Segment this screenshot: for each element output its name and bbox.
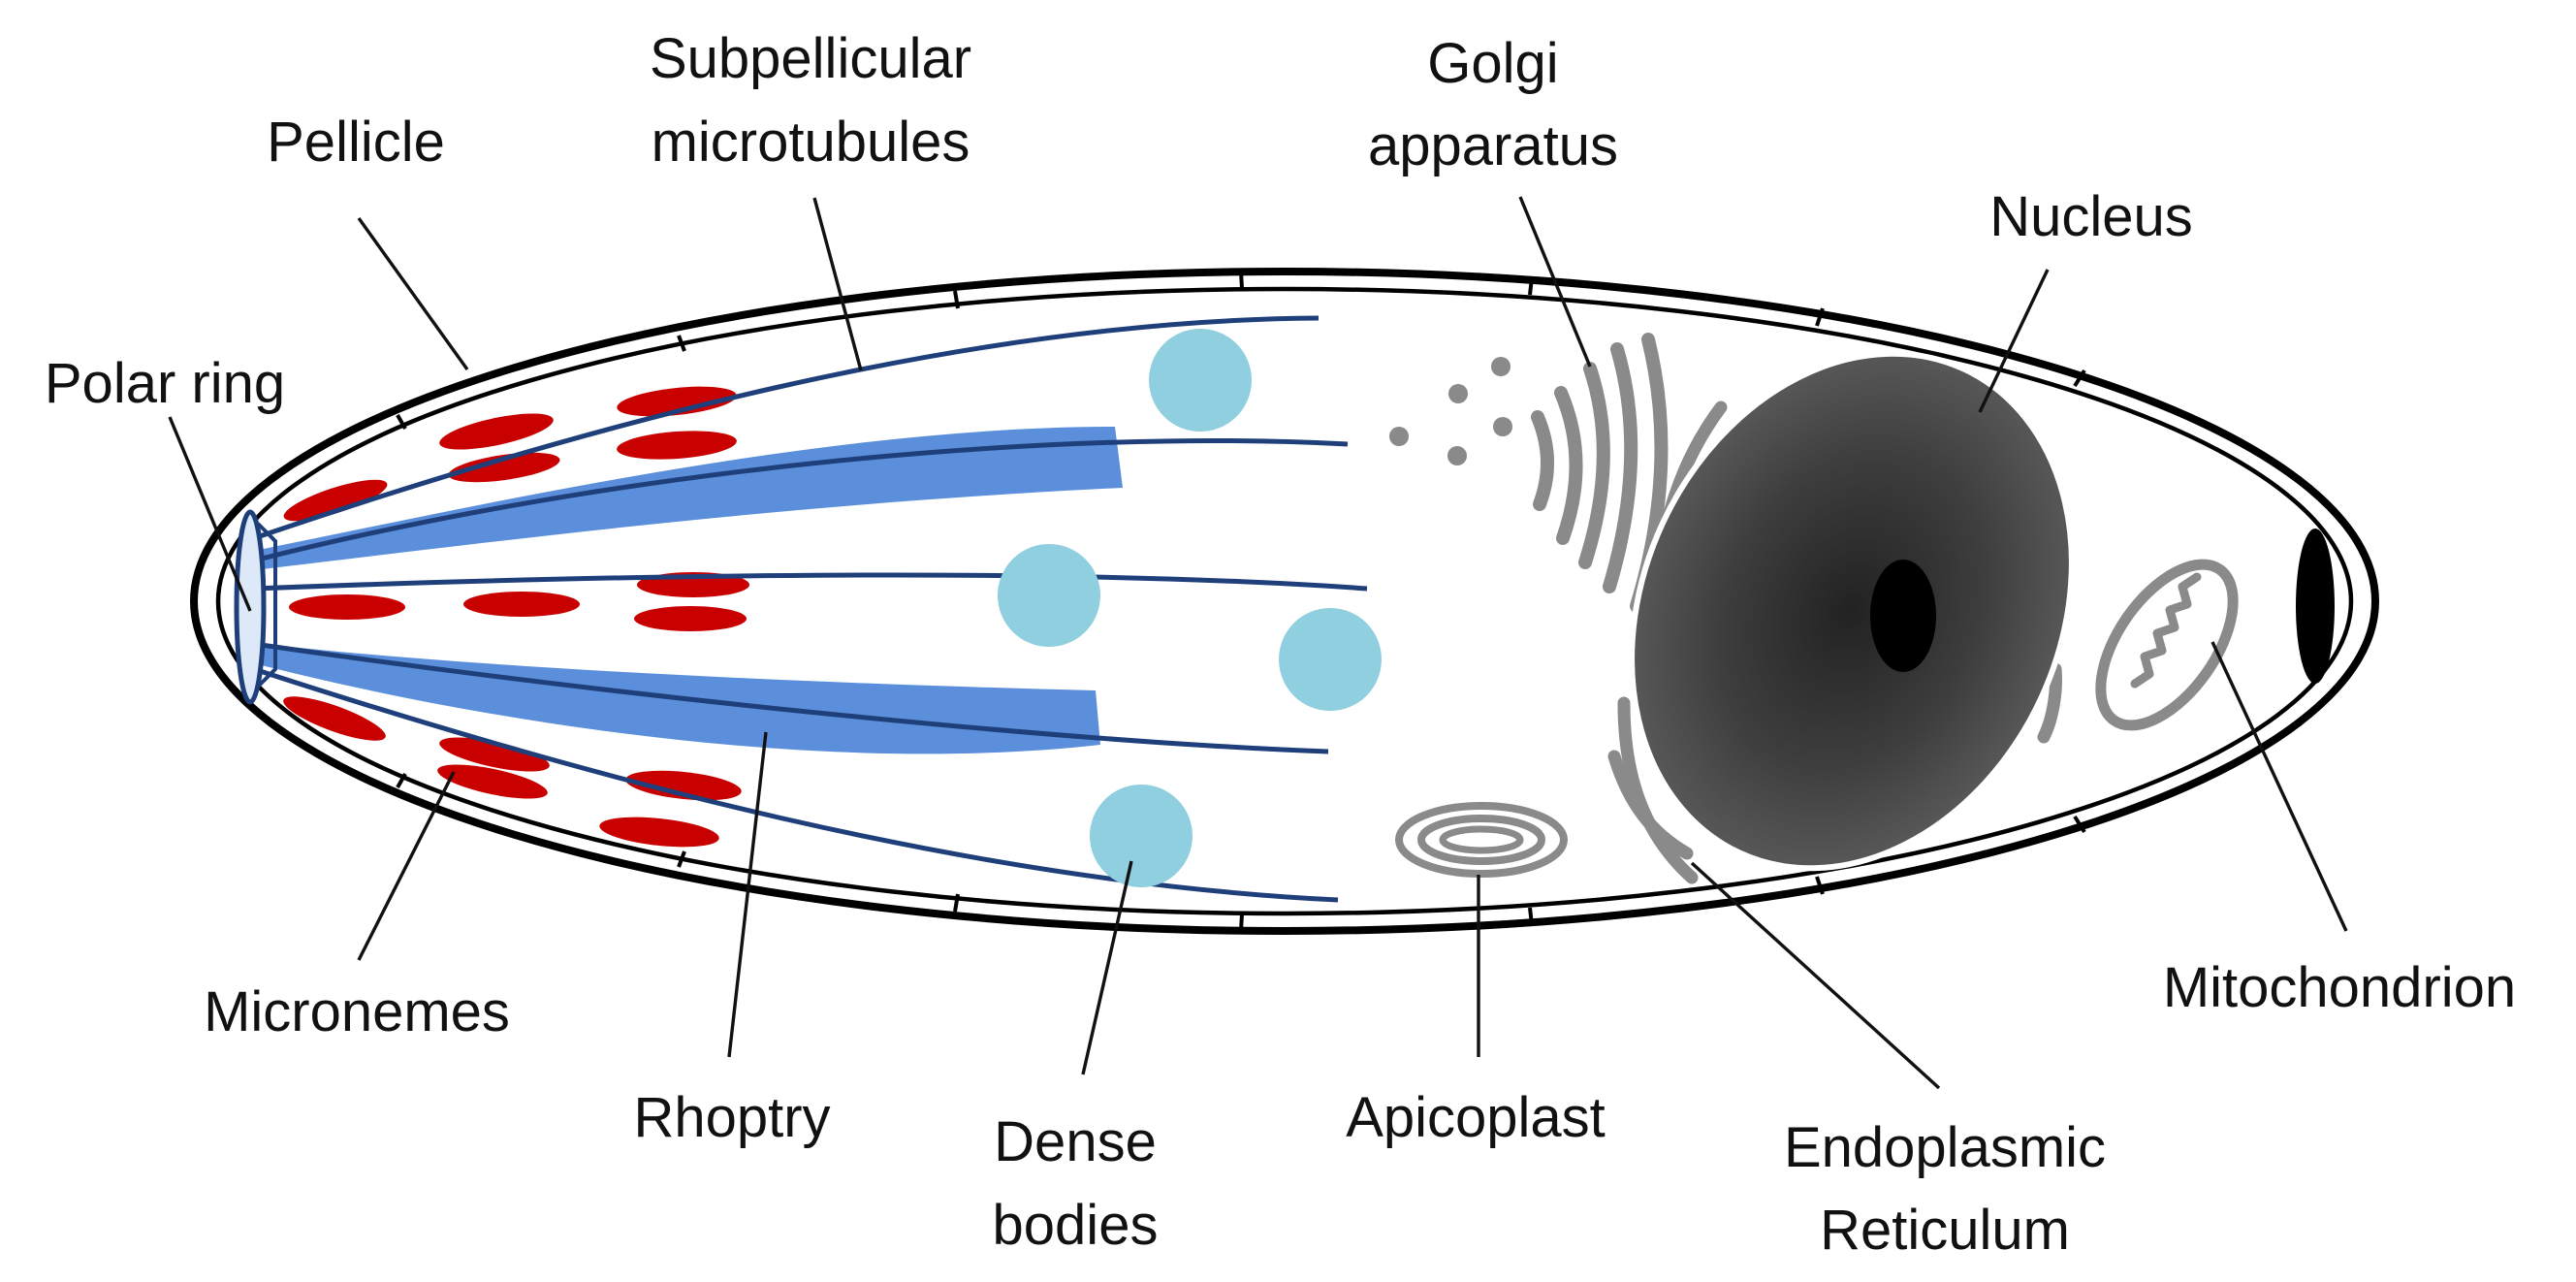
microneme <box>437 764 548 799</box>
leader-polar-ring <box>168 416 252 612</box>
leader-micronemes <box>357 771 456 961</box>
leader-golgi <box>1518 196 1592 368</box>
microneme <box>439 737 550 772</box>
label-golgi-line2: apparatus <box>1368 114 1618 177</box>
basal-complex <box>2296 529 2335 684</box>
microneme <box>283 479 388 522</box>
leader-subpellicular <box>812 197 863 371</box>
microneme <box>463 592 580 617</box>
microtubule <box>253 572 1368 592</box>
microneme <box>439 413 554 450</box>
microneme <box>617 386 737 417</box>
microneme <box>599 817 719 848</box>
label-golgi-line1: Golgi <box>1427 32 1558 95</box>
dense-body <box>1149 329 1252 432</box>
label-apicoplast: Apicoplast <box>1346 1086 1606 1149</box>
dense-body <box>1279 608 1382 711</box>
leader-rhoptry <box>727 731 768 1058</box>
label-er-line1: Endoplasmic <box>1784 1116 2106 1179</box>
mitochondrion <box>2095 559 2239 731</box>
conoid-funnel <box>256 522 277 689</box>
label-dense-line1: Dense <box>994 1110 1157 1173</box>
microneme <box>448 452 560 483</box>
label-polar-ring: Polar ring <box>45 352 285 415</box>
golgi-vesicles <box>1389 357 1512 465</box>
leader-lines <box>168 196 2348 1090</box>
dense-bodies <box>998 329 1382 887</box>
label-er-line2: Reticulum <box>1820 1199 2070 1262</box>
label-dense-line2: bodies <box>993 1194 1159 1257</box>
pellicle-inner-membrane <box>215 286 2354 916</box>
leader-mitochondrion <box>2210 641 2348 932</box>
leader-pellicle <box>357 217 469 370</box>
microneme <box>634 606 747 631</box>
microtubule <box>253 315 1320 541</box>
microneme <box>617 431 737 460</box>
labels: Pellicle Subpellicular microtubules Golg… <box>45 27 2516 1262</box>
label-rhoptry: Rhoptry <box>633 1086 830 1149</box>
nucleus <box>1629 350 2075 872</box>
rhoptry <box>254 427 1123 570</box>
microneme <box>283 696 386 741</box>
microtubule <box>253 666 1339 903</box>
leader-dense-bodies <box>1081 860 1133 1075</box>
dense-body <box>1090 785 1193 887</box>
label-mitochondrion: Mitochondrion <box>2163 956 2516 1019</box>
apicoplast <box>1395 802 1568 878</box>
nucleus-body <box>1629 350 2075 872</box>
label-subpellicular-line1: Subpellicular <box>650 27 971 90</box>
leader-er <box>1690 861 1941 1090</box>
leader-nucleus <box>1978 269 2050 413</box>
dense-body <box>998 544 1100 647</box>
label-micronemes: Micronemes <box>204 980 510 1043</box>
alveoli-junctions <box>396 271 2086 932</box>
nucleolus <box>1870 560 1936 672</box>
label-subpellicular-line2: microtubules <box>652 111 970 174</box>
subpellicular-microtubules <box>253 315 1368 903</box>
microneme <box>289 594 405 620</box>
microtubule <box>253 437 1349 563</box>
microneme <box>625 770 742 801</box>
label-pellicle: Pellicle <box>267 111 445 174</box>
label-nucleus: Nucleus <box>1989 185 2193 248</box>
microtubule <box>253 641 1329 754</box>
